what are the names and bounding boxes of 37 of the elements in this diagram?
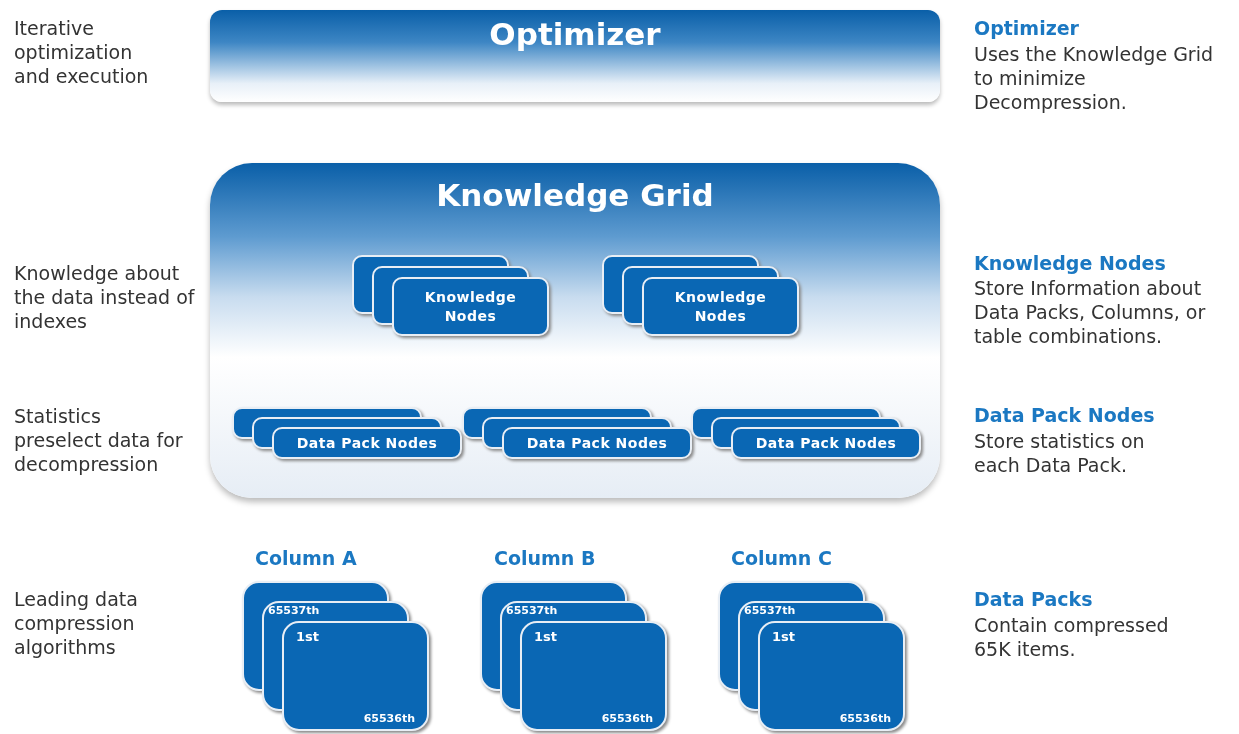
data-pack-stack (480, 581, 669, 733)
item-position-label: 65537th (506, 604, 558, 617)
item-position-label: 65536th (363, 712, 415, 725)
item-position-label: 65536th (601, 712, 653, 725)
data-pack-stack (718, 581, 907, 733)
column-heading: Column B (494, 546, 597, 570)
card-label: Data Pack Nodes (295, 433, 439, 453)
column-heading: Column A (255, 546, 358, 570)
card-label: Knowledge Nodes (673, 287, 768, 326)
card-label: Data Pack Nodes (754, 433, 898, 453)
card-label: Data Pack Nodes (525, 433, 669, 453)
description-text: Uses the Knowledge Grid to minimize Decompression. (974, 42, 1214, 114)
item-position-label: 65537th (744, 604, 796, 617)
description-text: Statistics preselect data for decompression (14, 404, 184, 476)
optimizer-band (210, 10, 940, 102)
description-text: Iterative optimization and execution (14, 16, 150, 88)
data-pack-stack (242, 581, 431, 733)
data-pack-node-stack (462, 407, 694, 461)
description-text: Store Information about Data Packs, Columns, or table combinations. (974, 276, 1207, 348)
description-text: Store statistics on each Data Pack. (974, 429, 1146, 477)
item-position-label: 1st (534, 629, 557, 644)
section-heading: Data Pack Nodes (974, 403, 1156, 427)
item-position-label: 65537th (268, 604, 320, 617)
description-text: Contain compressed 65K items. (974, 613, 1170, 661)
description-text: Leading data compression algorithms (14, 587, 139, 659)
card-label: Knowledge Nodes (423, 287, 518, 326)
description-text: Knowledge about the data instead of indexes (14, 261, 196, 333)
knowledge-grid-panel (210, 163, 940, 498)
item-position-label: 65536th (839, 712, 891, 725)
item-position-label: 1st (772, 629, 795, 644)
column-heading: Column C (731, 546, 833, 570)
band-title: Optimizer (488, 16, 662, 52)
item-position-label: 1st (296, 629, 319, 644)
section-heading: Data Packs (974, 587, 1094, 611)
panel-title: Knowledge Grid (435, 177, 715, 213)
section-heading: Optimizer (974, 16, 1080, 40)
section-heading: Knowledge Nodes (974, 251, 1167, 275)
